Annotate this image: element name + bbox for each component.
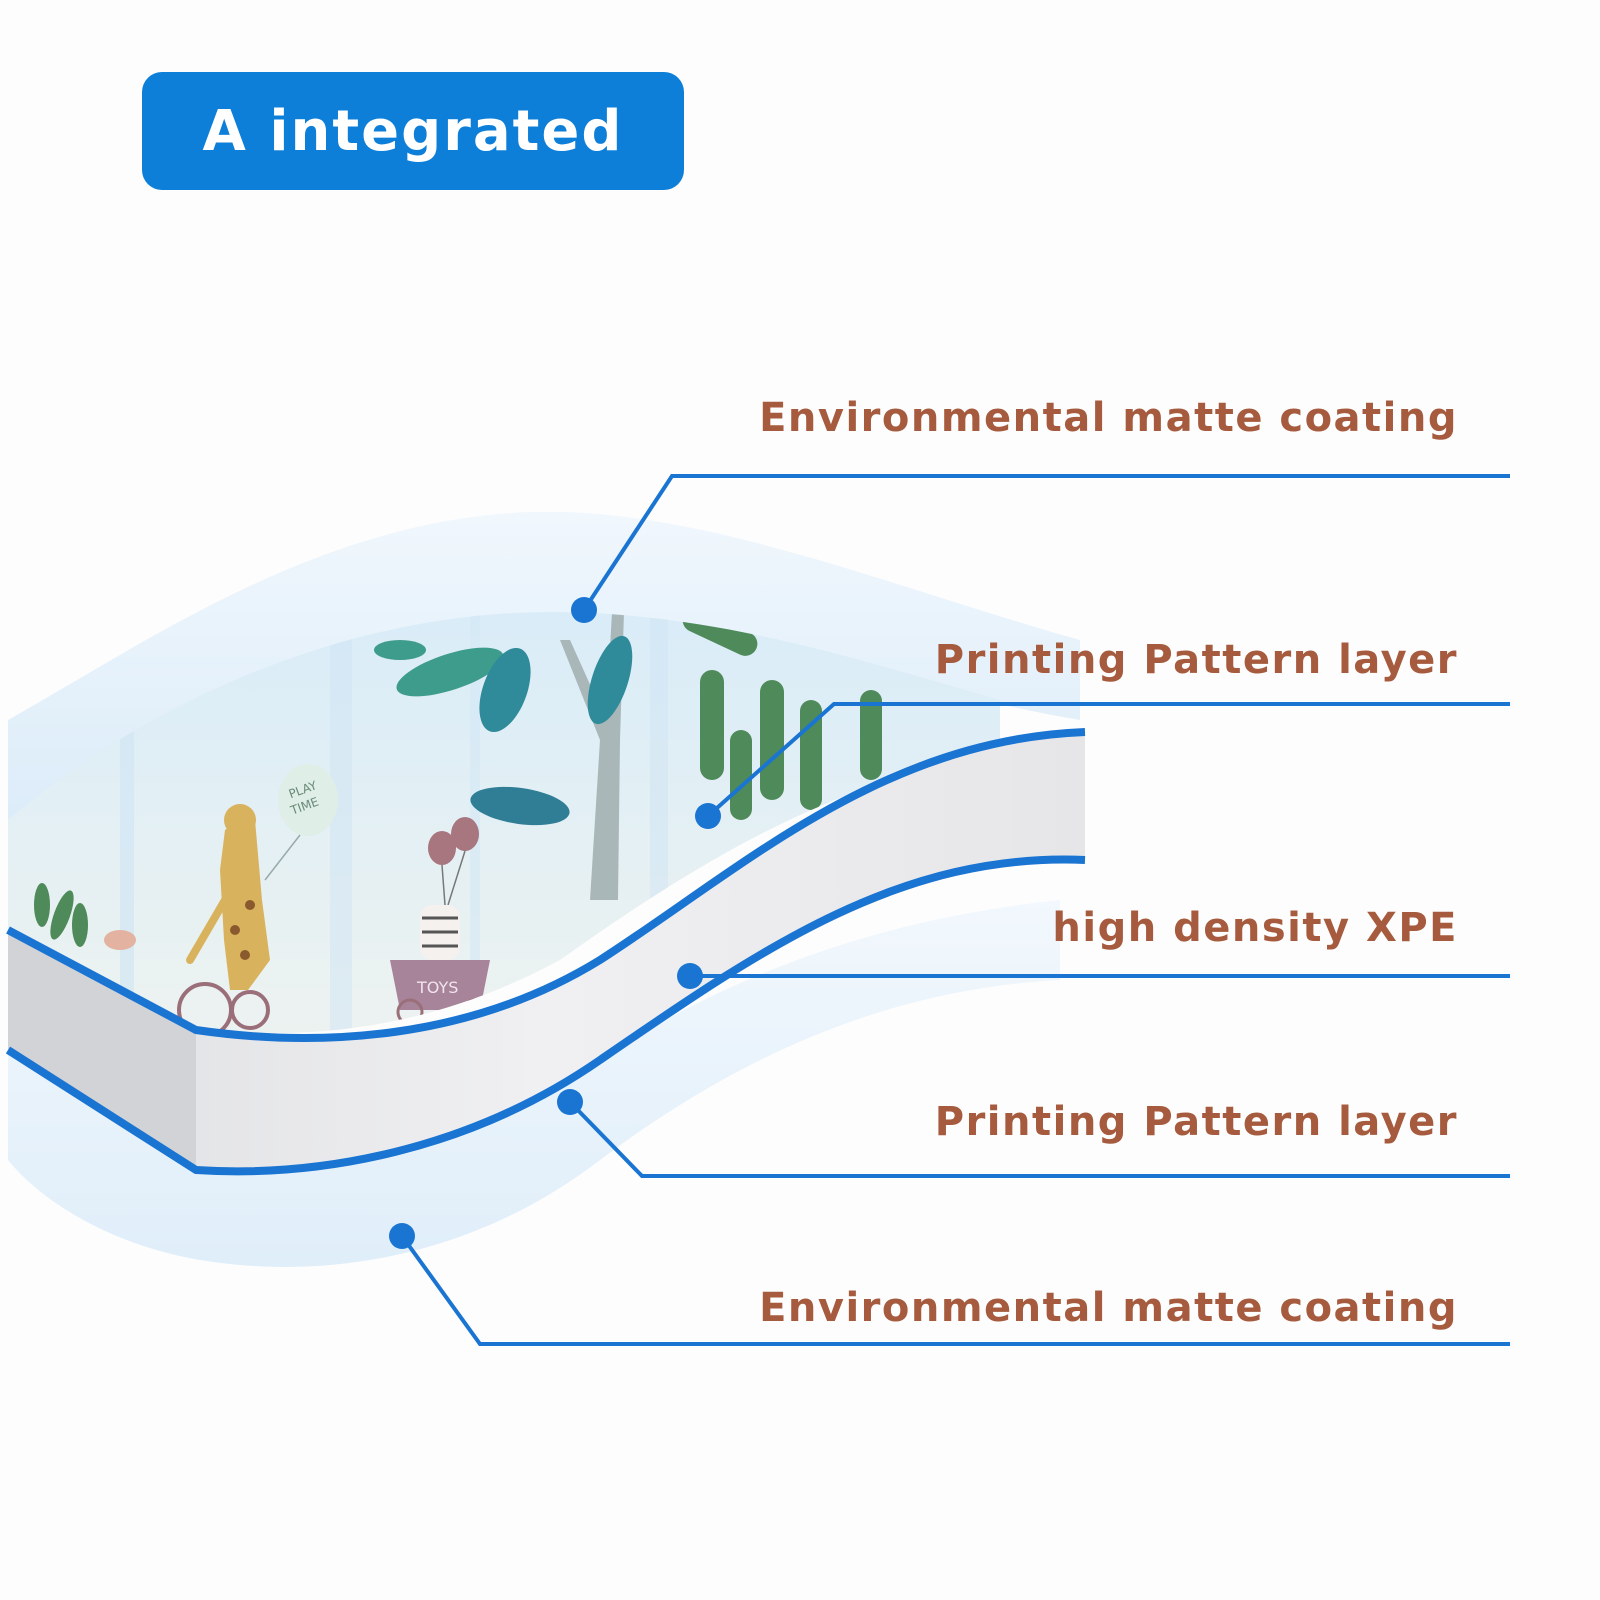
dot-bottom-print xyxy=(557,1089,583,1115)
xpe-front-face xyxy=(8,930,196,1170)
label-top-matte-coating: Environmental matte coating xyxy=(759,395,1458,441)
balloons xyxy=(428,817,479,906)
leaf xyxy=(396,647,504,697)
label-top-printing-pattern: Printing Pattern layer xyxy=(934,637,1458,683)
plant-left xyxy=(34,883,136,950)
zebra-cart: TOYS xyxy=(390,905,490,1026)
bottom-outline xyxy=(5,855,1086,1176)
leader-top-coating xyxy=(582,474,1510,612)
label-bottom-matte-coating: Environmental matte coating xyxy=(759,1285,1458,1331)
cactus xyxy=(682,611,882,820)
dot-bottom-coating xyxy=(389,1223,415,1249)
xpe-core-layer xyxy=(8,732,1085,1172)
title-badge: A integrated xyxy=(142,72,684,190)
dot-core xyxy=(677,963,703,989)
leader-bottom-print xyxy=(568,1100,1510,1178)
leaf xyxy=(587,635,633,725)
toys-sign: TOYS xyxy=(416,978,458,997)
leader-top-print xyxy=(706,702,1510,818)
leaf xyxy=(374,640,426,660)
leader-dots xyxy=(389,597,721,1249)
dot-top-print xyxy=(695,803,721,829)
label-high-density-xpe: high density XPE xyxy=(1052,905,1458,951)
page-title: A integrated xyxy=(202,98,624,164)
dot-top-coating xyxy=(571,597,597,623)
leader-bottom-coating xyxy=(400,1234,1510,1346)
leaf xyxy=(470,786,570,826)
giraffe-illustration xyxy=(177,804,270,1034)
play-time-balloon: PLAY TIME xyxy=(264,764,338,881)
leaf xyxy=(479,647,531,733)
top-outline xyxy=(6,728,1086,1042)
label-bottom-printing-pattern: Printing Pattern layer xyxy=(934,1099,1458,1145)
leader-lines xyxy=(400,474,1510,1346)
bottom-coating-layer xyxy=(8,900,1060,1267)
top-coating-layer xyxy=(8,511,1080,820)
